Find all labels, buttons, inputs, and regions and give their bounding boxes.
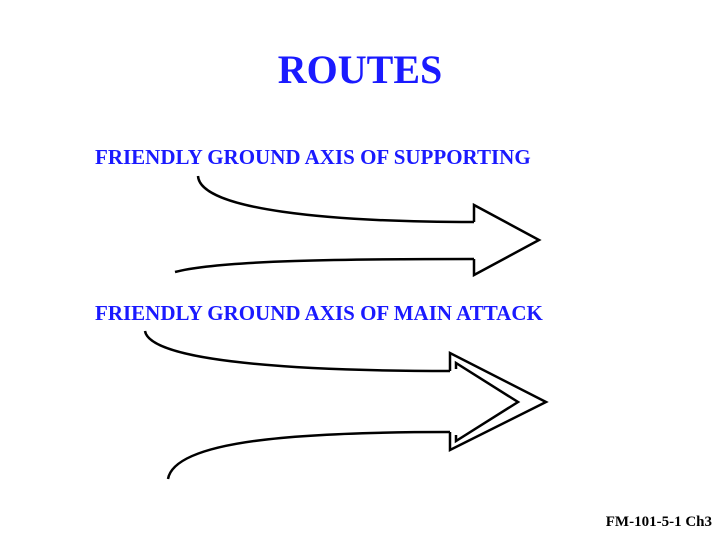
main-attack-axis-upper-line (143, 330, 451, 373)
page-title: ROUTES (277, 47, 443, 92)
supporting-axis-arrowhead (472, 202, 542, 278)
main-attack-axis-inner-arrowhead (454, 360, 521, 444)
supporting-axis-arrow (174, 175, 542, 278)
supporting-axis-label: FRIENDLY GROUND AXIS OF SUPPORTING (95, 145, 531, 169)
main-attack-axis-arrow (143, 330, 549, 480)
main-attack-axis-lower-line (166, 430, 451, 480)
main-attack-axis-outer-arrowhead (448, 350, 549, 453)
supporting-axis-lower-line (174, 257, 475, 274)
document-reference: FM-101-5-1 Ch3 (605, 514, 712, 530)
supporting-axis-upper-line (196, 175, 475, 224)
main-attack-axis-label: FRIENDLY GROUND AXIS OF MAIN ATTACK (95, 301, 543, 325)
